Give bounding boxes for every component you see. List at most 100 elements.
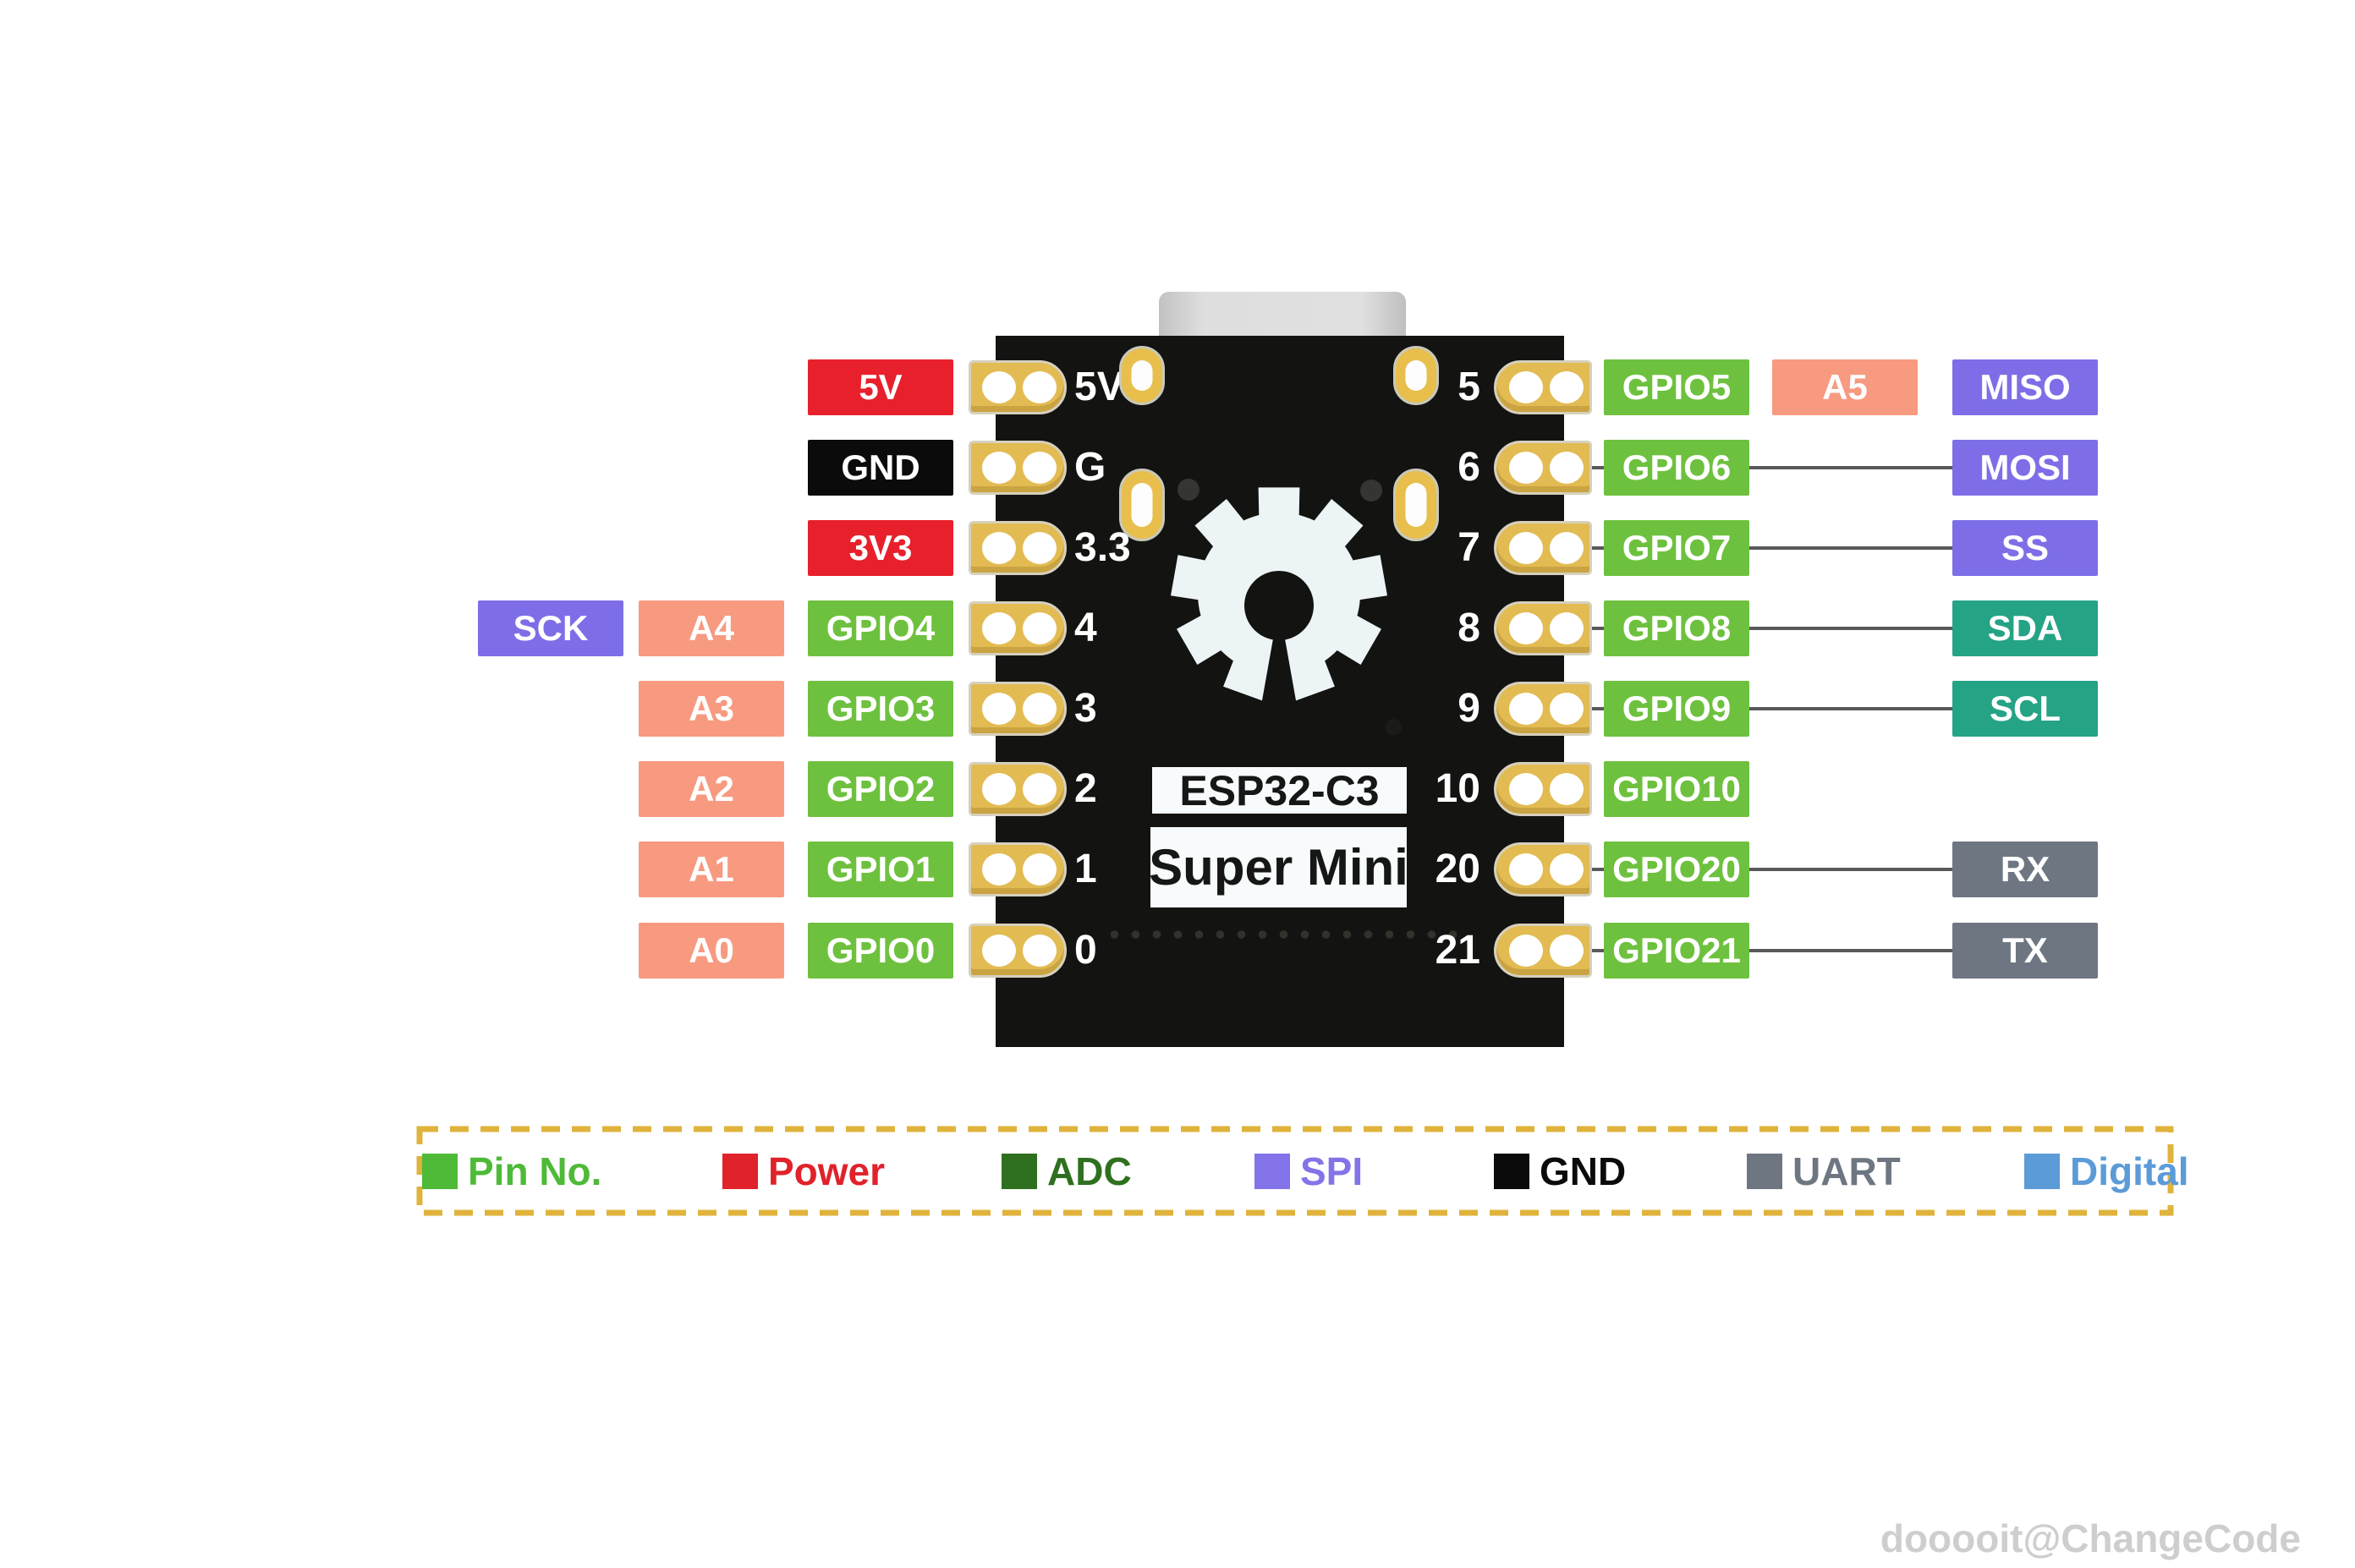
pin-hole bbox=[1023, 853, 1057, 885]
pin-hole bbox=[982, 853, 1016, 885]
pin-hole bbox=[1550, 693, 1584, 725]
pin-hole bbox=[1509, 935, 1543, 967]
legend-swatch bbox=[1254, 1153, 1290, 1189]
open-hardware-gear-icon bbox=[1171, 487, 1387, 753]
legend-label: Digital bbox=[2070, 1149, 2189, 1193]
legend-label: ADC bbox=[1047, 1149, 1132, 1193]
board-pin-number: 9 bbox=[1457, 686, 1480, 731]
pin-hole bbox=[1509, 612, 1543, 644]
pin-hole bbox=[1509, 532, 1543, 564]
legend-item: Power bbox=[722, 1126, 885, 1216]
pin-function-label: GPIO0 bbox=[808, 923, 953, 979]
component-dot bbox=[1178, 479, 1199, 501]
legend-item: ADC bbox=[1002, 1126, 1132, 1216]
pin-function-label: GPIO5 bbox=[1604, 359, 1749, 415]
pin-hole bbox=[1509, 452, 1543, 484]
legend-label: GND bbox=[1540, 1149, 1627, 1193]
pin-hole bbox=[982, 532, 1016, 564]
pin-pad bbox=[1494, 762, 1592, 816]
board-pin-number: 5V bbox=[1074, 365, 1124, 409]
pin-function-label: A5 bbox=[1772, 359, 1918, 415]
board-pin-number: 20 bbox=[1435, 847, 1480, 891]
component-dot bbox=[1360, 480, 1382, 502]
legend-label: SPI bbox=[1300, 1149, 1364, 1193]
pin-pad bbox=[969, 360, 1067, 414]
connector-wire bbox=[1587, 707, 1962, 710]
usb-connector bbox=[1159, 292, 1406, 337]
board-pin-number: 21 bbox=[1435, 928, 1480, 973]
pin-function-label: 5V bbox=[808, 359, 953, 415]
board-subtitle: Super Mini bbox=[1149, 827, 1408, 907]
pin-pad bbox=[969, 924, 1067, 978]
board-pin-number: 8 bbox=[1457, 606, 1480, 650]
legend-item: UART bbox=[1747, 1126, 1901, 1216]
pin-function-label: A3 bbox=[639, 681, 784, 737]
pin-hole bbox=[1023, 935, 1057, 967]
pin-function-label: GPIO21 bbox=[1604, 923, 1749, 979]
pin-hole bbox=[1023, 612, 1057, 644]
pin-function-label: A4 bbox=[639, 600, 784, 656]
castellated-pad bbox=[1393, 346, 1439, 405]
pin-hole bbox=[1023, 532, 1057, 564]
pin-function-label: GPIO6 bbox=[1604, 440, 1749, 496]
pin-hole bbox=[1509, 371, 1543, 403]
legend-swatch bbox=[1002, 1153, 1037, 1189]
pin-pad bbox=[969, 762, 1067, 816]
pin-hole bbox=[1550, 612, 1584, 644]
pin-function-label: SCK bbox=[478, 600, 623, 656]
pin-hole bbox=[1550, 452, 1584, 484]
pin-function-label: SS bbox=[1952, 520, 2098, 576]
legend-swatch bbox=[422, 1153, 458, 1189]
pin-pad bbox=[969, 601, 1067, 655]
castellated-pad-hole bbox=[1131, 483, 1153, 527]
pin-hole bbox=[982, 452, 1016, 484]
board-subtitle-text: Super Mini bbox=[1149, 839, 1408, 896]
watermark: dooooit@ChangeCode bbox=[1880, 1516, 2301, 1560]
pin-hole bbox=[1509, 853, 1543, 885]
board-pin-number: 7 bbox=[1457, 525, 1480, 570]
legend-item: Digital bbox=[2024, 1126, 2189, 1216]
pin-hole bbox=[1509, 773, 1543, 805]
connector-wire bbox=[1587, 466, 1962, 469]
pin-function-label: GPIO3 bbox=[808, 681, 953, 737]
pin-hole bbox=[1023, 371, 1057, 403]
pin-function-label: A0 bbox=[639, 923, 784, 979]
pin-function-label: GPIO4 bbox=[808, 600, 953, 656]
pin-function-label: GPIO8 bbox=[1604, 600, 1749, 656]
connector-wire bbox=[1587, 868, 1962, 871]
board-pin-number: 5 bbox=[1457, 365, 1480, 409]
pin-function-label: RX bbox=[1952, 842, 2098, 897]
pin-function-label: GPIO1 bbox=[808, 842, 953, 897]
pin-pad bbox=[1494, 521, 1592, 575]
castellated-pad-hole bbox=[1131, 360, 1153, 391]
pin-pad bbox=[1494, 601, 1592, 655]
connector-wire bbox=[1587, 949, 1962, 952]
pin-pad bbox=[1494, 924, 1592, 978]
pin-function-label: MOSI bbox=[1952, 440, 2098, 496]
solder-dots bbox=[1104, 930, 1459, 939]
pin-hole bbox=[1550, 532, 1584, 564]
castellated-pad bbox=[1119, 346, 1165, 405]
pin-pad bbox=[969, 682, 1067, 736]
board-pin-number: 10 bbox=[1435, 766, 1480, 811]
pin-hole bbox=[1550, 773, 1584, 805]
legend-swatch bbox=[2024, 1153, 2060, 1189]
pin-function-label: GND bbox=[808, 440, 953, 496]
castellated-pad-hole bbox=[1405, 483, 1427, 527]
legend-swatch bbox=[722, 1153, 758, 1189]
pin-hole bbox=[982, 935, 1016, 967]
pin-hole bbox=[1550, 935, 1584, 967]
pin-pad bbox=[969, 842, 1067, 896]
pin-hole bbox=[982, 371, 1016, 403]
pin-pad bbox=[1494, 842, 1592, 896]
pin-function-label: GPIO2 bbox=[808, 761, 953, 817]
pin-hole bbox=[1509, 693, 1543, 725]
pin-hole bbox=[1550, 853, 1584, 885]
board-title-text: ESP32-C3 bbox=[1179, 766, 1380, 814]
pin-pad bbox=[1494, 360, 1592, 414]
pin-function-label: GPIO9 bbox=[1604, 681, 1749, 737]
pin-function-label: GPIO7 bbox=[1604, 520, 1749, 576]
connector-wire bbox=[1587, 627, 1962, 630]
